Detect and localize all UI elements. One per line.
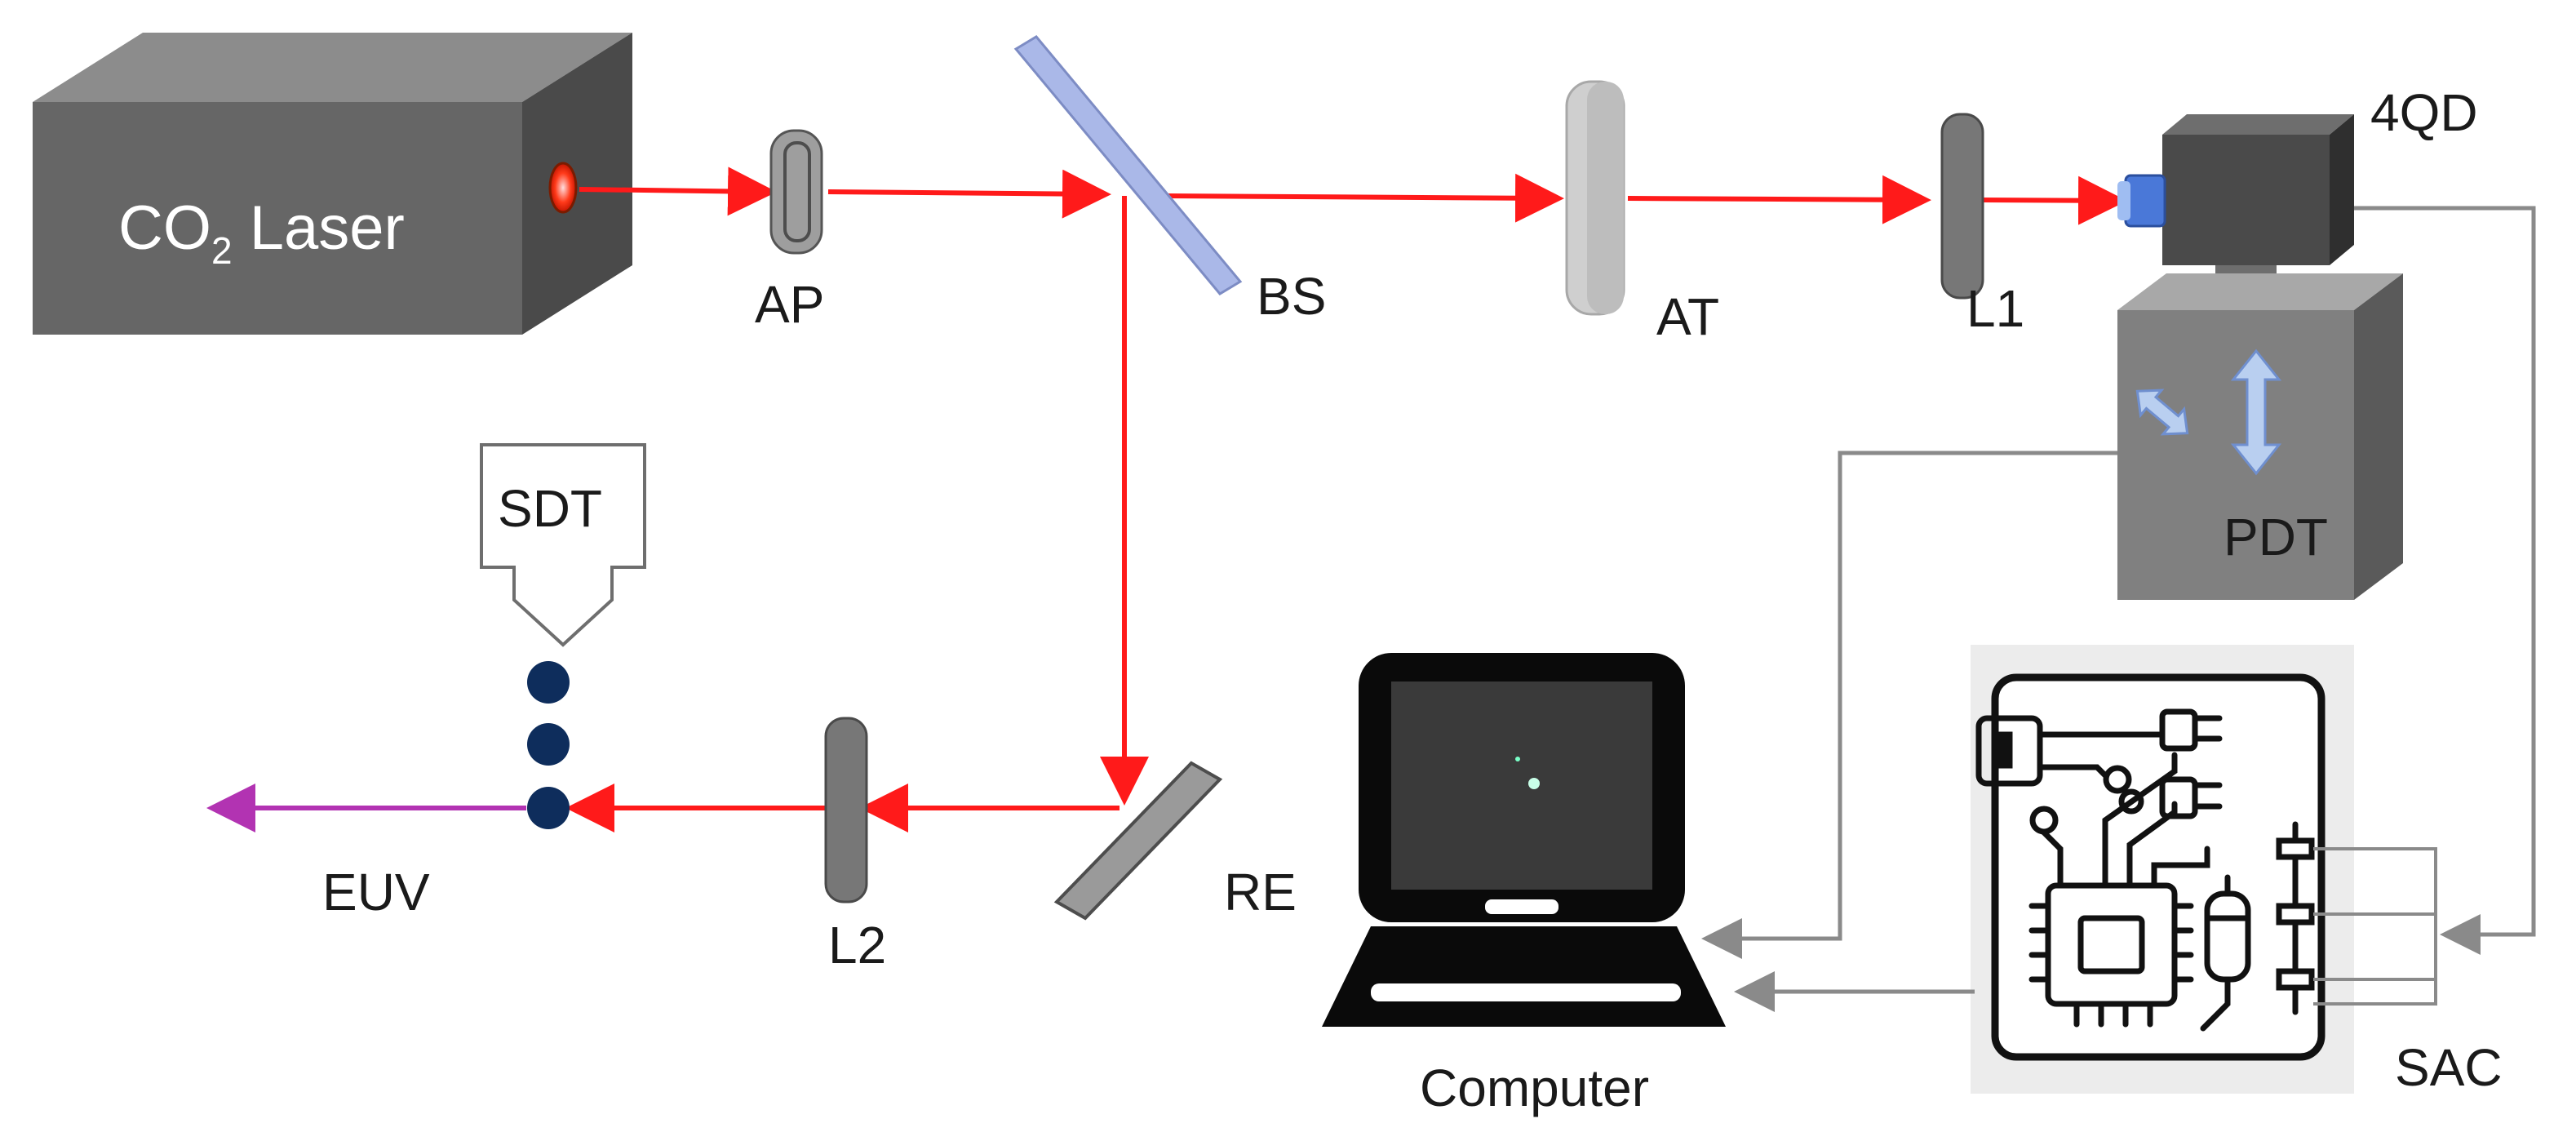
laser-top-face (33, 33, 632, 102)
co2-laser: CO2 Laser (33, 33, 632, 335)
screen-dot-small (1515, 757, 1520, 761)
euv-label: EUV (322, 863, 430, 921)
4qd-front (2162, 135, 2330, 265)
droplet (527, 661, 570, 704)
l2-label: L2 (828, 916, 886, 975)
4qd-top (2162, 114, 2354, 135)
l1-lens: L1 (1940, 113, 2024, 338)
4qd-sensor (2124, 174, 2166, 228)
4qd-label: 4QD (2370, 83, 2478, 142)
beam-l1-to-4qd (1982, 175, 2127, 225)
laptop-hinge (1485, 899, 1558, 914)
l1-label: L1 (1966, 279, 2024, 338)
laser-exit-aperture (548, 162, 578, 214)
4qd-sensor-face (2117, 181, 2130, 220)
pdt-label: PDT (2224, 508, 2328, 566)
sac-label: SAC (2395, 1038, 2503, 1097)
pdt-stage: PDT (2117, 265, 2403, 600)
ap-inner-ring (783, 141, 811, 242)
signal-4qd-to-sac (2354, 206, 2536, 955)
laptop-screen (1391, 681, 1652, 890)
l2-lens: L2 (824, 717, 886, 975)
sdt-label: SDT (498, 479, 602, 538)
computer-laptop: Computer (1322, 653, 1726, 1117)
l1-body (1940, 113, 1984, 300)
4qd-detector: 4QD (2117, 83, 2478, 265)
re-mirror: RE (1053, 761, 1297, 921)
signal-pdt-to-computer (1701, 451, 2117, 959)
at-component: AT (1565, 80, 1719, 346)
sac-traces (1975, 708, 2315, 1032)
pdt-diagonal-arrow-icon (2135, 388, 2189, 436)
computer-label: Computer (1420, 1059, 1649, 1117)
re-plate (1053, 761, 1223, 921)
laser-front-face (33, 102, 522, 335)
re-label: RE (1224, 863, 1297, 921)
screen-dot-spot (1528, 778, 1540, 789)
laser-beam (565, 166, 2127, 832)
bs-component: BS (1013, 35, 1326, 326)
ap-label: AP (755, 275, 824, 334)
pdt-front (2117, 310, 2354, 600)
at-label: AT (1656, 287, 1719, 346)
pdt-side (2354, 273, 2403, 600)
laser-label: CO2 Laser (118, 193, 405, 272)
ap-outer-ring (769, 129, 823, 255)
l2-body (824, 717, 868, 903)
bs-label: BS (1257, 267, 1326, 326)
laptop-base (1322, 926, 1726, 1027)
beam-at-to-l1 (1627, 175, 1931, 224)
droplet (527, 723, 570, 766)
pdt-top (2117, 273, 2403, 310)
droplet (527, 787, 570, 829)
laptop-keyboard-slot (1371, 983, 1681, 1001)
beam-ap-to-bs (827, 169, 1111, 219)
sdt-callout-shape (480, 443, 646, 647)
beam-laser-to-ap (579, 166, 777, 216)
bs-plate (1013, 35, 1243, 295)
laser-side-face (522, 33, 632, 335)
beam-bs-to-at (1166, 173, 1564, 223)
ap-component: AP (755, 129, 824, 334)
signal-lines (1701, 206, 2536, 1012)
at-rim (1587, 82, 1624, 314)
4qd-side (2330, 114, 2354, 265)
pdt-vertical-arrow-icon (2230, 349, 2282, 476)
sac-output-bus (2313, 847, 2437, 1006)
sac-controller: SAC (1971, 645, 2503, 1097)
sdt-callout: SDT (480, 443, 646, 647)
